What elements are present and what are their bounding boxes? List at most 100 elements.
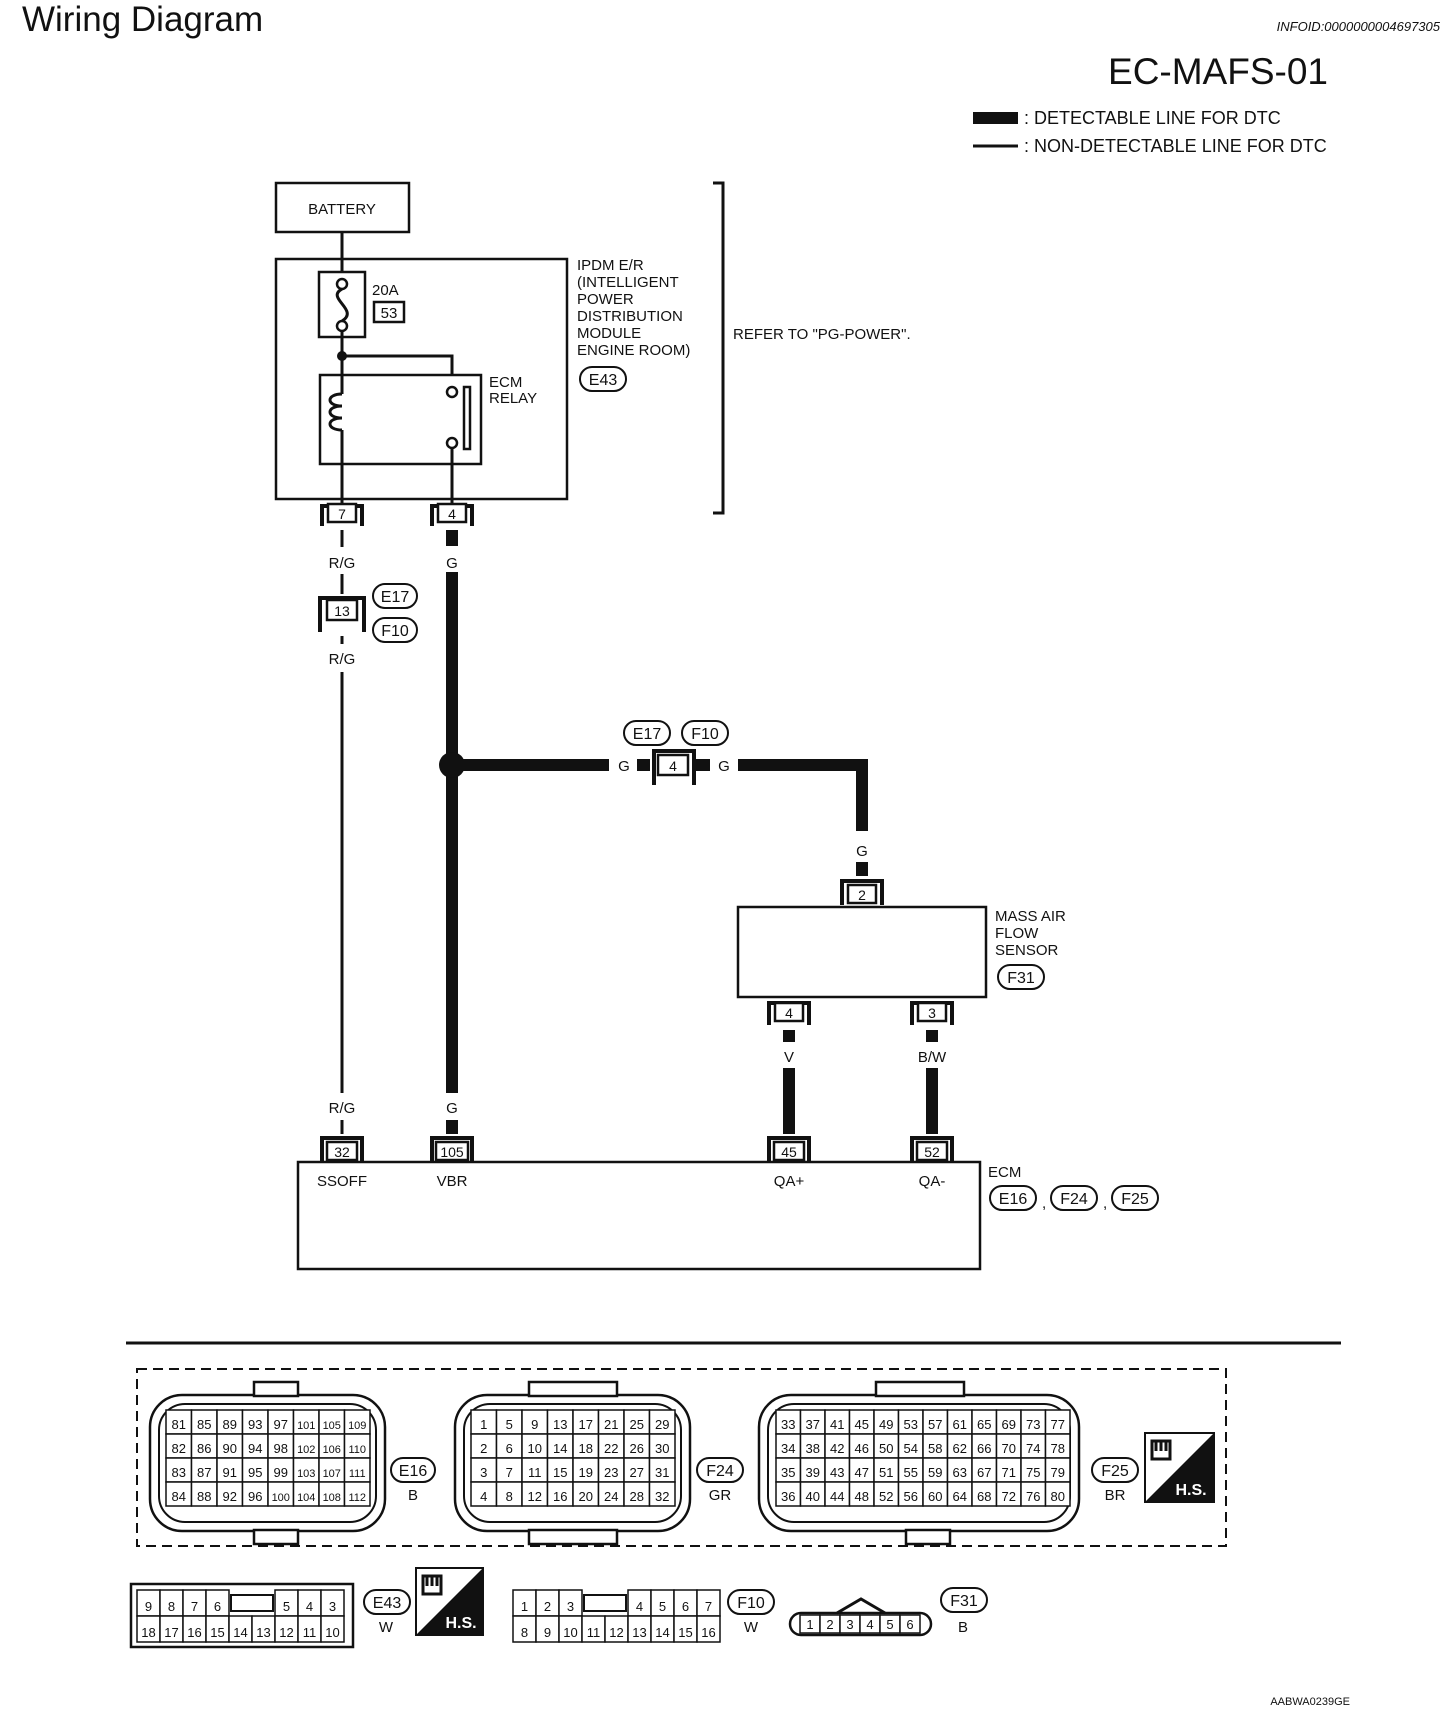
ecm-connector-sep: , (1103, 1195, 1107, 1212)
pin-number: 91 (223, 1465, 237, 1480)
pin-number: 21 (604, 1417, 618, 1432)
fuse-rating: 20A (372, 282, 399, 299)
pin-cell (946, 1409, 973, 1435)
pin-box (325, 1140, 359, 1162)
pin-number: 56 (904, 1489, 918, 1504)
pin-number: 34 (781, 1441, 795, 1456)
pin-cell (799, 1433, 826, 1459)
pin-number: 90 (223, 1441, 237, 1456)
ecm-connector-id: F24 (1060, 1191, 1088, 1208)
ecm-terminal-label: QA+ (774, 1173, 805, 1190)
connector-id-bubble (363, 1589, 411, 1615)
pin-number: 81 (172, 1417, 186, 1432)
pin-number: 44 (830, 1489, 844, 1504)
pin-number: 45 (855, 1417, 869, 1432)
pin-cell (648, 1433, 676, 1459)
connector-housing (767, 1136, 811, 1162)
pin-cell (824, 1457, 851, 1483)
pin-number: 107 (323, 1468, 341, 1480)
pin-number: 2 (826, 1617, 833, 1632)
pin-cell (848, 1433, 875, 1459)
pin-number: 8 (506, 1489, 513, 1504)
ecm-name: ECM (988, 1164, 1021, 1181)
fuse-number: 53 (381, 305, 398, 322)
connector-housing (767, 1001, 811, 1025)
wire-color-label: G (718, 758, 730, 775)
pin-cell (1020, 1409, 1047, 1435)
pin-number: 99 (274, 1465, 288, 1480)
ecm-pin-32: 32 (320, 1136, 364, 1162)
maf-pin-4: 4 (767, 1001, 811, 1025)
pin-number: 33 (781, 1417, 795, 1432)
pin-box (325, 598, 359, 622)
pin-number: 10 (528, 1441, 542, 1456)
pin-cell (495, 1433, 523, 1459)
pin-number: 52 (879, 1489, 893, 1504)
pin-number: 77 (1051, 1417, 1065, 1432)
pin-number: 46 (855, 1441, 869, 1456)
ecm-terminal-label: VBR (437, 1173, 468, 1190)
pin-number: 16 (553, 1489, 567, 1504)
pin-number: 4 (636, 1599, 643, 1614)
pin-box (773, 1001, 805, 1023)
connector-id-bubble (1091, 1457, 1139, 1483)
pin-number: 28 (630, 1489, 644, 1504)
pin-number: 54 (904, 1441, 918, 1456)
pin-cell (775, 1433, 802, 1459)
connector-housing (320, 1136, 364, 1162)
pin-number: 10 (563, 1625, 577, 1640)
legend-detectable: : DETECTABLE LINE FOR DTC (1024, 108, 1281, 128)
maf-pin-2: 2 (840, 879, 884, 905)
pin-cell (343, 1433, 371, 1459)
connector-key (836, 1597, 886, 1615)
pin-number: 9 (544, 1625, 551, 1640)
pin-number: 61 (953, 1417, 967, 1432)
pin-cell (899, 1614, 921, 1634)
pin-box (846, 883, 878, 905)
relay-coil-icon (328, 392, 343, 432)
pin-number: 80 (1051, 1489, 1065, 1504)
wire-color-label: G (446, 1100, 458, 1117)
pin-number: 12 (528, 1489, 542, 1504)
pin-number: 22 (604, 1441, 618, 1456)
pin-number: 11 (587, 1625, 601, 1640)
joint-connector-13: 13 (318, 596, 366, 632)
ecm-connector-id: F25 (1121, 1191, 1149, 1208)
joint-conn-id: F10 (381, 623, 409, 640)
pin-number: 97 (274, 1417, 288, 1432)
relay-contact-bottom (445, 436, 459, 450)
pin-number: 1 (480, 1417, 487, 1432)
pin-number: 23 (604, 1465, 618, 1480)
pin-cell (799, 1457, 826, 1483)
connector-id-bubble (940, 1587, 988, 1613)
connector-id-bubble (696, 1457, 744, 1483)
pin-number: 59 (928, 1465, 942, 1480)
pin-number: 36 (781, 1489, 795, 1504)
pin-number: 6 (906, 1617, 913, 1632)
pin-number: 104 (297, 1492, 315, 1504)
connector-color: W (744, 1619, 759, 1636)
hs-badge: H.S. (1144, 1432, 1215, 1503)
pin-cell (1044, 1457, 1071, 1483)
pin-number: 5 (886, 1617, 893, 1632)
pin-number: 86 (197, 1441, 211, 1456)
pin-number: 12 (279, 1625, 293, 1640)
pin-number: 11 (303, 1625, 317, 1640)
pin-number: 4 (306, 1599, 313, 1614)
ecm-connectors-dashed-frame (136, 1368, 1227, 1547)
pin-number: 55 (904, 1465, 918, 1480)
fuse-icon (335, 287, 349, 323)
pin-number: 100 (272, 1492, 290, 1504)
pin-number: 24 (604, 1489, 618, 1504)
ipdm-label: IPDM E/R (INTELLIGENT POWER DISTRIBUTION… (577, 257, 690, 359)
pin-number: 5 (506, 1417, 513, 1432)
pin-number: 8 (168, 1599, 175, 1614)
pin-number: 110 (348, 1444, 366, 1456)
pin-cell (775, 1481, 802, 1507)
pin-number: 4 (866, 1617, 873, 1632)
connector-color: W (379, 1619, 394, 1636)
pin-number: 85 (197, 1417, 211, 1432)
